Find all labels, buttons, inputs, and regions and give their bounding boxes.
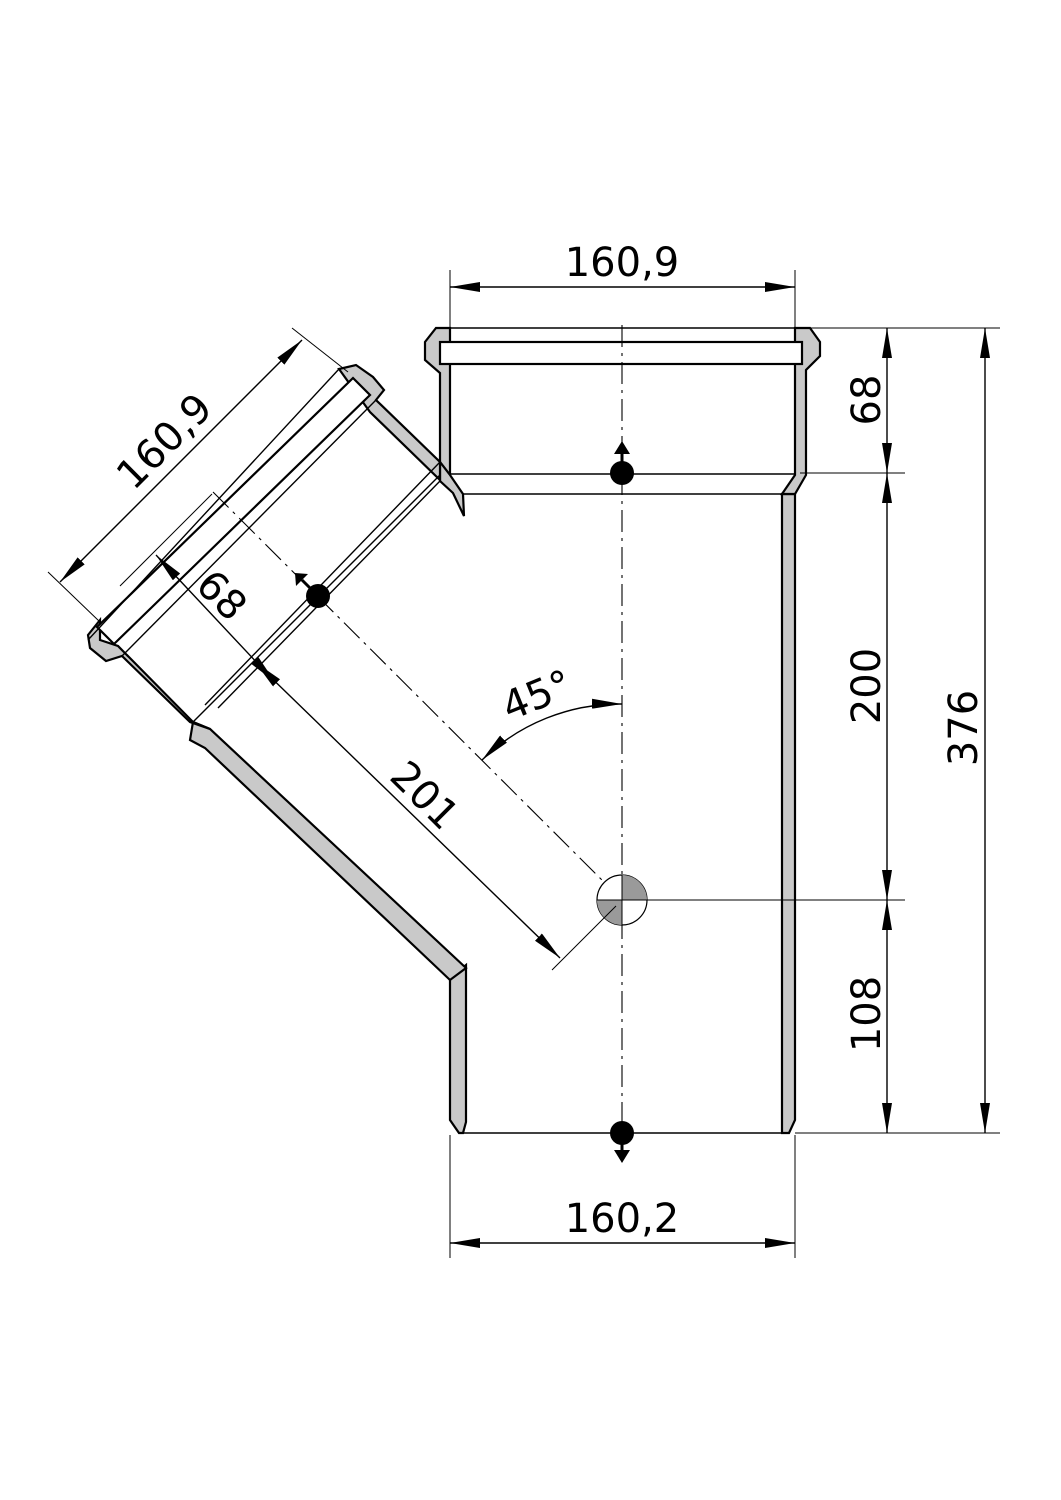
- dim-branch-length-label: 201: [381, 753, 468, 840]
- arrow-branch-drop-icon: [295, 573, 330, 608]
- branch-socket-lower: [86, 616, 211, 731]
- socket-right-wall: [779, 326, 822, 496]
- main-pipe: [423, 326, 822, 1135]
- dim-bottom-width: 160,2: [449, 1135, 796, 1258]
- sealing-ring-top: [438, 340, 804, 366]
- dim-upper-height-label: 200: [844, 648, 890, 724]
- dim-right-vertical: 68 200 108 376: [795, 327, 1000, 1134]
- arrow-down-drop-icon: [610, 1121, 634, 1163]
- arrow-up-drop-icon: [610, 441, 634, 485]
- dim-top-width-label: 160,9: [565, 240, 680, 286]
- dim-top-width: 160,9: [449, 240, 796, 330]
- main-pipe-right-wall: [780, 492, 797, 1135]
- dim-bottom-width-label: 160,2: [565, 1196, 680, 1242]
- main-pipe-left-wall: [448, 962, 468, 1135]
- branch-lower-wall: [188, 720, 468, 982]
- dim-angle: 45°: [481, 661, 623, 761]
- crotch-wall: [438, 458, 466, 517]
- dim-lower-height-label: 108: [844, 976, 890, 1052]
- dim-branch-width-label: 160,9: [108, 385, 222, 499]
- dim-branch-socket-depth-label: 68: [187, 562, 256, 631]
- dim-socket-depth-label: 68: [844, 375, 890, 426]
- dim-total-height-label: 376: [941, 690, 987, 766]
- dim-angle-label: 45°: [496, 661, 579, 730]
